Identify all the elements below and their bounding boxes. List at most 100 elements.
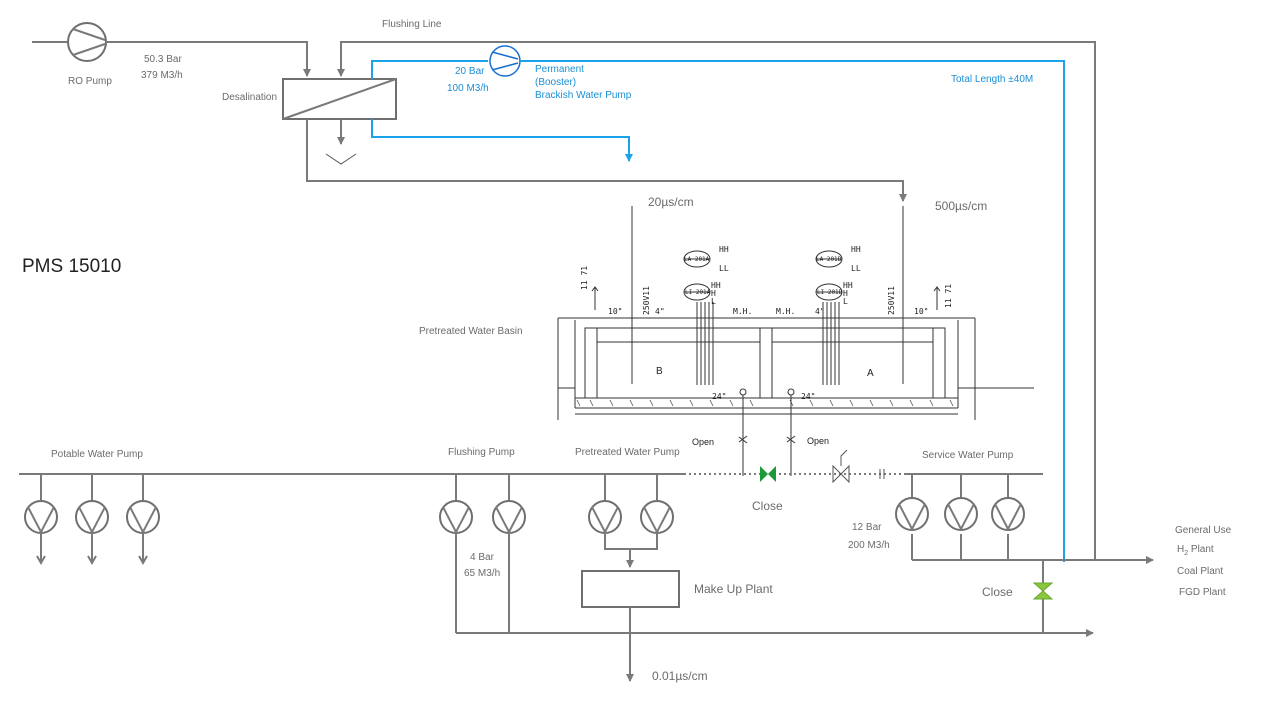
flushing-pressure-label: 4 Bar xyxy=(470,552,494,563)
potable-pump-1-icon xyxy=(24,500,58,534)
service-pump-label: Service Water Pump xyxy=(922,450,1014,461)
basin-a-wall xyxy=(932,327,946,399)
booster-pump-icon xyxy=(489,45,521,77)
basin-divider-wall xyxy=(759,327,773,399)
service-pumps xyxy=(895,474,1025,560)
service-pump-2-icon xyxy=(944,497,978,531)
pretreated-pumps xyxy=(588,474,674,568)
ro-pump-impeller xyxy=(72,28,106,56)
basin-a-label: A xyxy=(867,368,874,379)
service-flow-label: 200 M3/h xyxy=(848,540,890,551)
center-close-valve-icon xyxy=(760,466,776,482)
service-pump-3-icon xyxy=(991,497,1025,531)
booster-label-line3: Brackish Water Pump xyxy=(535,90,632,101)
booster-pressure-label: 20 Bar xyxy=(455,66,485,77)
booster-pump-impeller xyxy=(491,51,519,71)
flushing-flow-label: 65 M3/h xyxy=(464,568,501,579)
service-pressure-label: 12 Bar xyxy=(852,522,882,533)
makeup-plant-label: Make Up Plant xyxy=(694,582,773,596)
size-10-right-label: 10" xyxy=(914,307,929,316)
pretreated-pump-1-symbol xyxy=(591,506,619,535)
h2-plant-prefix: H xyxy=(1177,544,1185,555)
desalination-label: Desalination xyxy=(222,92,278,103)
potable-pump-3-symbol xyxy=(129,506,157,535)
size-4-left-label: 4" xyxy=(655,307,665,316)
flushing-line-label: Flushing Line xyxy=(382,19,442,30)
instrument-bars xyxy=(684,258,842,293)
flushing-pump-2-symbol xyxy=(495,506,523,535)
h2-plant-subscript: 2 xyxy=(1184,550,1189,557)
valve-right-label: 250V11 xyxy=(887,286,896,315)
total-length-label: Total Length ±40M xyxy=(951,74,1034,85)
ro-pump-label: RO Pump xyxy=(68,76,112,87)
size-4-right-label: 4" xyxy=(815,307,825,316)
flushing-pump-1-icon xyxy=(439,500,473,534)
outlet-b-nozzle xyxy=(739,388,747,396)
h-201a: H xyxy=(711,289,716,298)
flushing-pump-pipes xyxy=(455,474,510,633)
ro-section xyxy=(32,22,1096,560)
open-valve-marks xyxy=(738,435,796,444)
potable-pump-2-symbol xyxy=(78,506,106,535)
pump-header xyxy=(19,449,1154,682)
brackish-to-basin-pipe xyxy=(371,119,633,162)
close-center-label: Close xyxy=(752,499,783,513)
level-probes-b xyxy=(696,302,714,385)
flange-icon xyxy=(879,469,885,479)
permeate-to-basin-a xyxy=(306,119,907,202)
pretreated-pump-1-icon xyxy=(588,500,622,534)
hh-201a-top: HH xyxy=(719,245,729,254)
flushing-pump-1-symbol xyxy=(442,506,470,535)
hh-201a: HH xyxy=(711,281,721,290)
size-10-left-label: 10" xyxy=(608,307,623,316)
potable-pump-2-icon xyxy=(75,500,109,534)
drain-funnel xyxy=(325,153,357,165)
booster-suction-pipe xyxy=(371,60,488,79)
basin-b-wall xyxy=(584,327,598,399)
service-pump-3-symbol xyxy=(994,503,1022,532)
potable-outlet-arrows xyxy=(36,555,148,566)
level-probes-a xyxy=(822,302,840,385)
service-pump-1-symbol xyxy=(898,503,926,532)
potable-pump-3-icon xyxy=(126,500,160,534)
ro-flow-label: 379 M3/h xyxy=(141,70,183,81)
dim-right-label: 11 71 xyxy=(944,283,953,308)
makeup-plant-box xyxy=(581,570,680,608)
fgd-plant-label: FGD Plant xyxy=(1179,587,1226,598)
floor-hatching xyxy=(576,399,954,407)
basin-outer-wall xyxy=(557,317,976,420)
booster-discharge-pipe xyxy=(520,60,1065,562)
pipe-24-right-label: 24" xyxy=(801,392,816,401)
service-pump-1-icon xyxy=(895,497,929,531)
ro-pressure-label: 50.3 Bar xyxy=(144,54,182,65)
close-right-label: Close xyxy=(982,585,1013,599)
flushing-pump-label: Flushing Pump xyxy=(448,447,515,458)
general-use-label: General Use xyxy=(1175,525,1232,536)
booster-label-line2: (Booster) xyxy=(535,77,577,88)
pretreated-pump-2-icon xyxy=(640,500,674,534)
flushing-pumps xyxy=(439,474,526,633)
h2-plant-suffix: Plant xyxy=(1188,544,1214,555)
dimension-arrows xyxy=(591,286,941,310)
li-201b-label: LI 201B xyxy=(817,289,843,296)
basin-sketch xyxy=(557,206,1034,476)
la-201b-label: LA 201B xyxy=(816,256,842,263)
ll-201b-top: LL xyxy=(851,264,861,273)
li-201a-label: LI 201A xyxy=(685,289,711,296)
potable-pump-1-symbol xyxy=(27,506,55,535)
conductivity-a-label: 500µs/cm xyxy=(935,199,988,213)
open-left-label: Open xyxy=(692,437,715,447)
booster-line xyxy=(371,45,1065,562)
l-201a: L xyxy=(711,297,716,306)
basin-floor xyxy=(575,397,958,415)
basin-label: Pretreated Water Basin xyxy=(419,326,523,337)
open-right-label: Open xyxy=(807,436,830,446)
bypass-close-valve-icon xyxy=(1032,582,1054,600)
h-201b: H xyxy=(843,289,848,298)
dim-left-label: 11 71 xyxy=(580,265,589,290)
coal-plant-label: Coal Plant xyxy=(1177,566,1224,577)
gate-valve-icon xyxy=(832,464,850,484)
booster-flow-label: 100 M3/h xyxy=(447,83,489,94)
outlet-a-nozzle xyxy=(787,388,795,396)
potable-pump-label: Potable Water Pump xyxy=(51,449,143,460)
